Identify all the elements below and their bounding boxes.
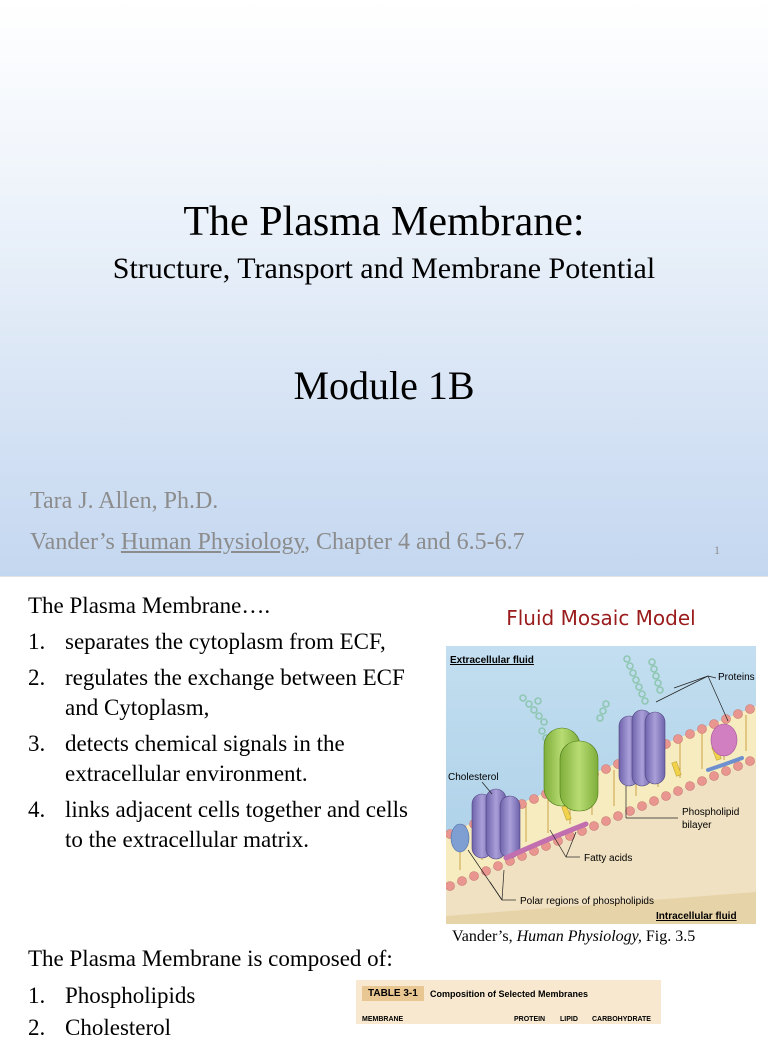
label-proteins: Proteins	[718, 672, 755, 683]
author-name: Tara J. Allen, Ph.D.	[30, 488, 219, 514]
module-label: Module 1B	[293, 363, 475, 408]
list-number: 4.	[28, 797, 46, 822]
list-item: 4. links adjacent cells together and cell…	[28, 795, 413, 855]
list-number: 2.	[28, 1015, 46, 1040]
label-intracellular: Intracellular fluid	[656, 911, 737, 922]
slide-divider	[0, 576, 768, 577]
reference-suffix: , Chapter 4 and 6.5-6.7	[304, 529, 525, 555]
list-number: 2.	[28, 665, 46, 690]
label-fatty-acids: Fatty acids	[584, 853, 632, 864]
slide-subtitle: Structure, Transport and Membrane Potent…	[112, 252, 656, 285]
list-number: 1.	[28, 983, 46, 1008]
reference-prefix: Vander’s	[30, 529, 121, 555]
figure-title: Fluid Mosaic Model	[506, 606, 696, 630]
list-item: 1. separates the cytoplasm from ECF,	[28, 627, 413, 657]
list-item: 1. Phospholipids	[28, 983, 195, 1009]
slide-title: The Plasma Membrane:	[183, 199, 585, 245]
fluid-mosaic-diagram: Extracellular fluid Proteins Cholesterol…	[446, 646, 756, 924]
membrane-functions-list: 1. separates the cytoplasm from ECF, 2. re…	[28, 627, 413, 861]
table-tag: TABLE 3-1	[362, 986, 424, 1001]
list-text: separates the cytoplasm from ECF,	[65, 629, 386, 654]
composition-table: TABLE 3-1 Composition of Selected Membra…	[356, 980, 661, 1024]
title-slide: The Plasma Membrane: Structure, Transpor…	[0, 0, 768, 576]
list-item: 2. regulates the exchange between ECF and…	[28, 663, 413, 723]
composition-intro: The Plasma Membrane is composed of:	[28, 946, 393, 971]
table-caption: Composition of Selected Membranes	[430, 989, 589, 999]
table-header-cell: MEMBRANE	[362, 1016, 404, 1023]
label-cholesterol: Cholesterol	[448, 772, 499, 783]
table-header-cell: CARBOHYDRATE	[592, 1016, 651, 1023]
label-bilayer: bilayer	[682, 820, 712, 831]
list-text: regulates the exchange between ECF and C…	[65, 665, 405, 720]
label-extracellular: Extracellular fluid	[450, 655, 534, 666]
reference-book-title: Human Physiology	[120, 529, 304, 555]
list-text: detects chemical signals in the extracel…	[65, 731, 345, 786]
table-header-row: MEMBRANE PROTEIN LIPID CARBOHYDRATE	[356, 1014, 661, 1024]
caption-prefix: Vander’s,	[452, 928, 517, 945]
table-header-cell: PROTEIN	[514, 1016, 546, 1023]
list-item: 3. detects chemical signals in the extrac…	[28, 729, 413, 789]
list-number: 1.	[28, 629, 46, 654]
label-phospholipid: Phospholipid	[682, 807, 739, 818]
caption-suffix: Fig. 3.5	[641, 928, 696, 945]
list-text: Cholesterol	[65, 1015, 172, 1040]
textbook-reference: Vander’s Human Physiology, Chapter 4 and…	[30, 529, 525, 556]
list-item: 2. Cholesterol	[28, 1015, 171, 1041]
list-text: links adjacent cells together and cells …	[65, 797, 408, 852]
label-polar-regions: Polar regions of phospholipids	[520, 896, 654, 907]
table-header-cell: LIPID	[560, 1016, 578, 1023]
slide-number: 1	[714, 543, 720, 557]
membrane-intro: The Plasma Membrane….	[28, 593, 271, 618]
list-number: 3.	[28, 731, 46, 756]
caption-book: Human Physiology,	[516, 928, 642, 945]
list-text: Phospholipids	[65, 983, 196, 1008]
figure-caption: Vander’s, Human Physiology, Fig. 3.5	[452, 928, 695, 946]
